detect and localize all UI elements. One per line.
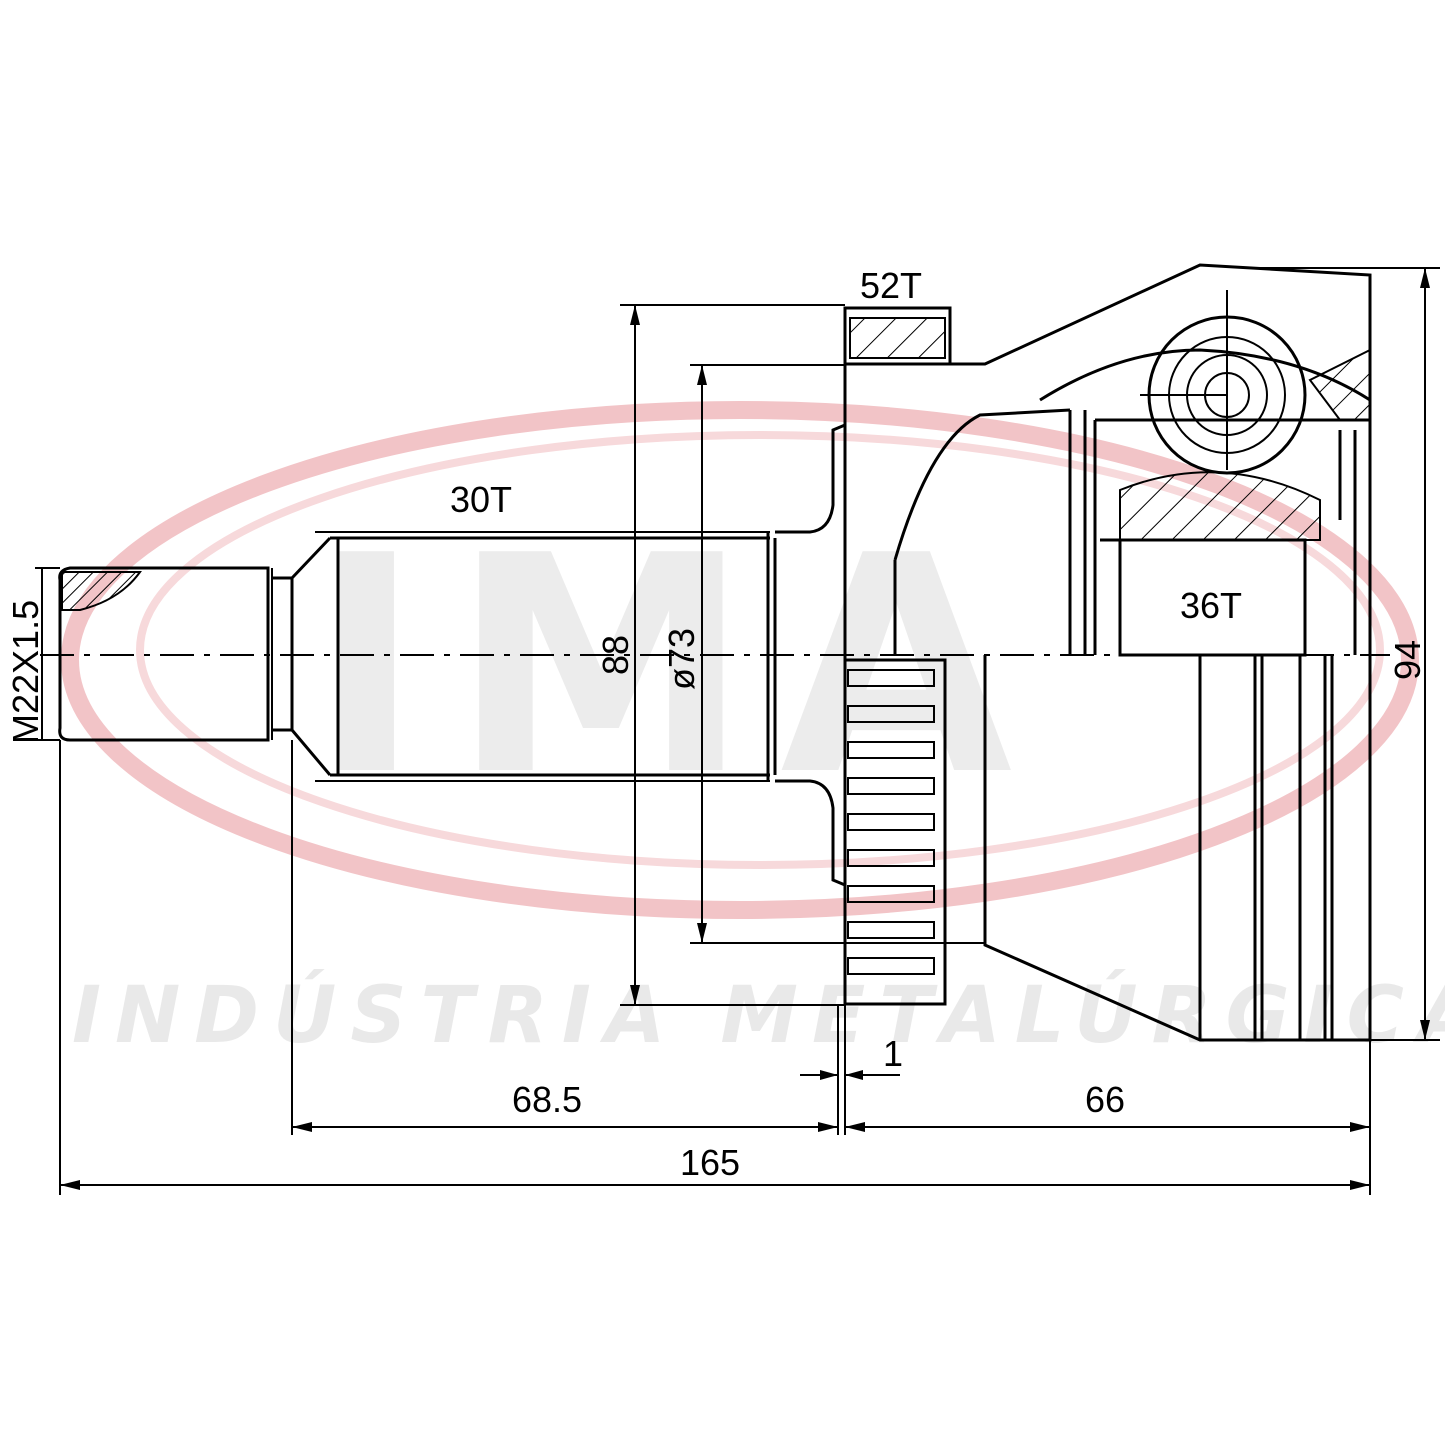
ball-and-race	[1118, 290, 1321, 657]
label-1: 1	[883, 1033, 903, 1074]
label-68-5: 68.5	[512, 1079, 582, 1120]
splined-shaft	[315, 423, 846, 887]
label-94: 94	[1387, 640, 1428, 680]
label-52t: 52T	[860, 265, 922, 306]
bell-housing	[850, 263, 1372, 1042]
watermark: IMA INDÚSTRIA METALÚRGICA ALLI	[61, 401, 1445, 1061]
label-30t: 30T	[450, 479, 512, 520]
abs-ring	[843, 306, 952, 1006]
label-thread: M22X1.5	[5, 600, 46, 744]
label-36t: 36T	[1180, 585, 1242, 626]
label-66: 66	[1085, 1079, 1125, 1120]
label-165: 165	[680, 1142, 740, 1183]
watermark-ring-outer	[61, 401, 1419, 919]
label-88: 88	[595, 635, 636, 675]
watermark-logo: IMA	[310, 492, 1042, 841]
watermark-tagline: INDÚSTRIA METALÚRGICA ALLI	[72, 969, 1445, 1061]
watermark-ring-inner	[136, 431, 1384, 869]
threaded-end	[58, 536, 332, 776]
dimension-lines	[35, 267, 1440, 1195]
label-73: ø73	[661, 628, 702, 690]
